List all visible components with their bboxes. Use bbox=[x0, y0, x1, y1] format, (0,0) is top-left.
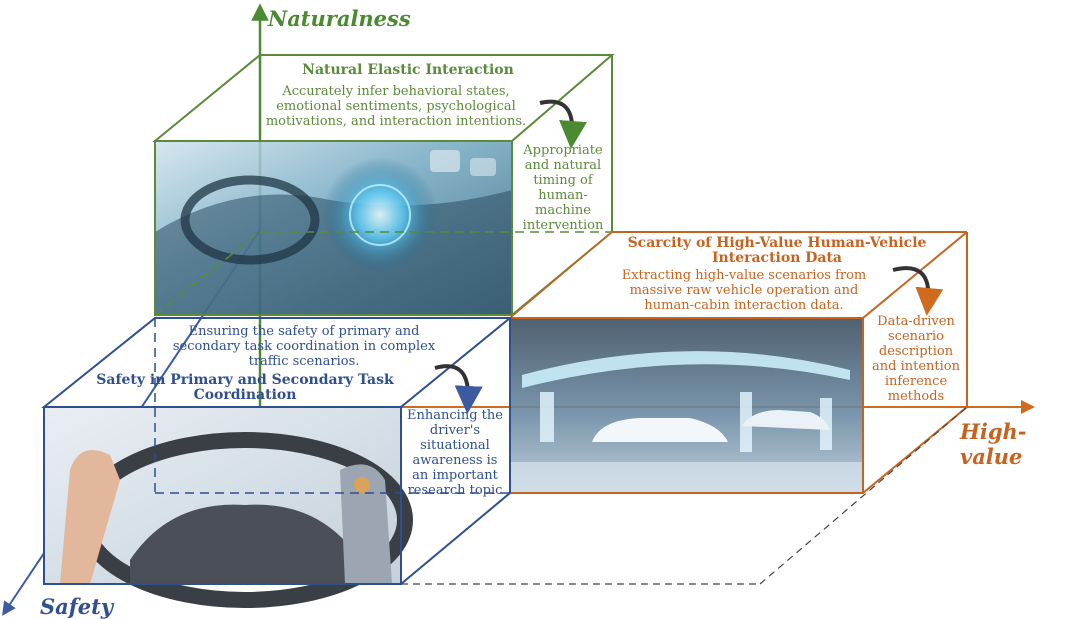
safety-block-description: Ensuring the safety of primary and secon… bbox=[172, 324, 436, 369]
ev-charging-station-image bbox=[510, 318, 863, 493]
natural-block-title: Natural Elastic Interaction bbox=[302, 62, 514, 78]
safety-block-side-note: Enhancing the driver's situational aware… bbox=[407, 408, 503, 498]
high-value-block-title: Scarcity of High-Value Human-Vehicle Int… bbox=[627, 235, 927, 266]
safety-block bbox=[41, 317, 513, 608]
natural-block-description: Accurately infer behavioral states, emot… bbox=[265, 84, 527, 129]
floor-edge bbox=[759, 406, 968, 585]
steering-wheel-robot-hand-image bbox=[44, 407, 413, 608]
safety-block-title: Safety in Primary and Secondary Task Coo… bbox=[96, 372, 394, 403]
curved-arrow-icon bbox=[892, 266, 944, 316]
high-value-block bbox=[509, 231, 968, 494]
high-value-block-description: Extracting high-value scenarios from mas… bbox=[621, 268, 867, 313]
high-value-block-side-note: Data-driven scenario description and int… bbox=[872, 314, 960, 404]
car-dashboard-hud-image bbox=[155, 141, 512, 315]
natural-block-side-note: Appropriate and natural timing of human-… bbox=[522, 143, 604, 233]
naturalness-axis-label: Naturalness bbox=[268, 6, 411, 31]
curved-arrow-icon bbox=[539, 99, 588, 149]
natural-block bbox=[152, 54, 615, 316]
safety-axis-label: Safety bbox=[40, 594, 114, 619]
high-value-axis-label: High-value bbox=[960, 419, 1027, 469]
curved-arrow-icon bbox=[434, 364, 483, 414]
